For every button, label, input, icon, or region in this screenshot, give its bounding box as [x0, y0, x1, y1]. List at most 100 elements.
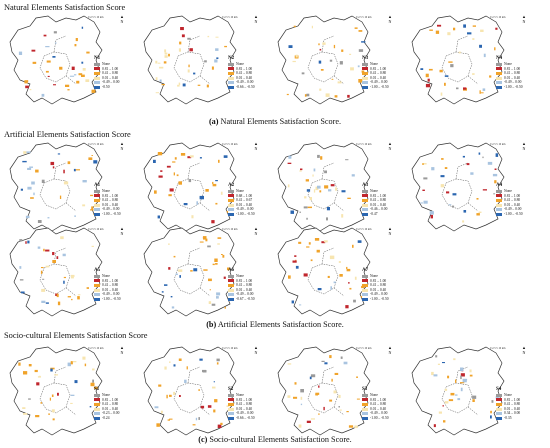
green-space-patch	[160, 410, 163, 414]
legend-label: 0.01 – 0.40	[236, 75, 253, 80]
green-space-patch	[77, 294, 81, 296]
green-space-patch	[52, 418, 55, 421]
district-boundary	[173, 35, 211, 85]
green-space-patch	[300, 403, 303, 406]
green-space-patch	[67, 161, 71, 165]
green-space-patch	[347, 94, 350, 98]
green-space-patch	[190, 270, 193, 272]
north-label: N	[120, 19, 124, 24]
green-space-patch	[490, 410, 492, 414]
north-arrow-icon: ▲N	[388, 226, 392, 236]
green-space-patch	[458, 51, 461, 54]
green-space-patch	[171, 306, 175, 309]
legend-swatch	[94, 416, 100, 420]
green-space-patch	[199, 241, 204, 243]
city-boundary	[9, 15, 103, 105]
green-space-patch	[73, 168, 76, 172]
legend-swatch	[496, 398, 502, 402]
green-space-patch	[319, 190, 322, 193]
legend-item: -1.00 – -0.50	[362, 297, 389, 302]
green-space-patch	[495, 153, 499, 157]
legend-item: None	[496, 189, 523, 194]
legend-swatch	[94, 198, 100, 202]
green-space-patch	[428, 68, 433, 71]
green-space-patch	[358, 30, 363, 32]
green-space-patch	[196, 201, 198, 205]
green-space-patch	[91, 206, 94, 210]
green-space-patch	[487, 161, 493, 165]
legend-label: 0.81 – 1.00	[504, 66, 521, 71]
green-space-patch	[184, 379, 187, 383]
city-boundary	[9, 346, 103, 436]
green-space-patch	[334, 95, 338, 98]
green-space-patch	[313, 168, 316, 172]
green-space-patch	[52, 166, 55, 169]
legend-item: None	[228, 393, 255, 398]
legend-label: -1.00 – -0.50	[370, 415, 389, 420]
legend-label: 0.41 – 0.80	[236, 71, 253, 76]
legend-label: 0.41 – 0.80	[504, 71, 521, 76]
legend-swatch	[228, 407, 234, 411]
legend-item: None	[362, 189, 387, 194]
legend-swatch	[496, 407, 502, 411]
legend-swatch	[228, 203, 234, 207]
green-space-patch	[492, 173, 498, 177]
green-space-patch	[299, 304, 302, 306]
panel-id: A7	[362, 268, 369, 273]
scale-bar: 0 2.5 5 10 km	[88, 143, 104, 146]
green-space-patch	[315, 394, 318, 396]
scale-bar: 0 2.5 5 10 km	[356, 16, 372, 19]
north-label: N	[120, 146, 124, 151]
green-space-patch	[287, 363, 292, 365]
green-space-patch	[192, 424, 196, 426]
legend-swatch	[94, 76, 100, 80]
green-space-patch	[54, 374, 58, 376]
green-space-patch	[28, 398, 31, 400]
green-space-patch	[429, 29, 433, 31]
green-space-patch	[334, 372, 339, 375]
legend-swatch	[228, 212, 234, 216]
legend-label: None	[504, 189, 512, 193]
legend-label: None	[102, 189, 110, 193]
green-space-patch	[356, 398, 360, 400]
green-space-patch	[81, 26, 84, 29]
green-space-patch	[40, 402, 43, 404]
green-space-patch	[72, 361, 77, 363]
legend-swatch	[362, 398, 368, 402]
green-space-patch	[42, 278, 45, 280]
north-label: N	[388, 231, 392, 236]
green-space-patch	[452, 205, 455, 208]
legend-swatch	[362, 208, 368, 212]
panel-id: S2	[228, 387, 234, 392]
green-space-patch	[21, 291, 25, 294]
north-label: N	[254, 231, 258, 236]
green-space-patch	[313, 189, 316, 193]
city-boundary	[411, 15, 505, 105]
legend-label: -0.49 – 0.00	[504, 207, 522, 212]
legend-item: 0.01 – 0.40	[228, 203, 255, 208]
green-space-patch	[217, 243, 220, 245]
green-space-patch	[19, 279, 24, 281]
green-space-patch	[53, 84, 56, 86]
green-space-patch	[360, 295, 363, 298]
legend-swatch	[362, 393, 368, 397]
legend-label: 0.01 – 0.40	[370, 287, 387, 292]
green-space-patch	[155, 60, 158, 64]
green-space-patch	[67, 296, 71, 298]
legend-swatch	[94, 67, 100, 71]
green-space-patch	[470, 172, 474, 175]
district-boundary	[441, 162, 479, 212]
legend-item: 0.41 – 0.80	[362, 198, 387, 203]
legend-swatch	[496, 71, 502, 75]
scale-bar: 0 2.5 5 10 km	[88, 347, 104, 350]
legend-swatch	[228, 198, 234, 202]
scale-bar: 0 2.5 5 10 km	[490, 16, 506, 19]
north-label: N	[388, 19, 392, 24]
green-space-patch	[420, 202, 423, 204]
legend-label: -0.49 – 0.00	[236, 80, 254, 85]
green-space-patch	[216, 358, 220, 362]
legend-label: -1.00 – -0.50	[102, 296, 121, 301]
